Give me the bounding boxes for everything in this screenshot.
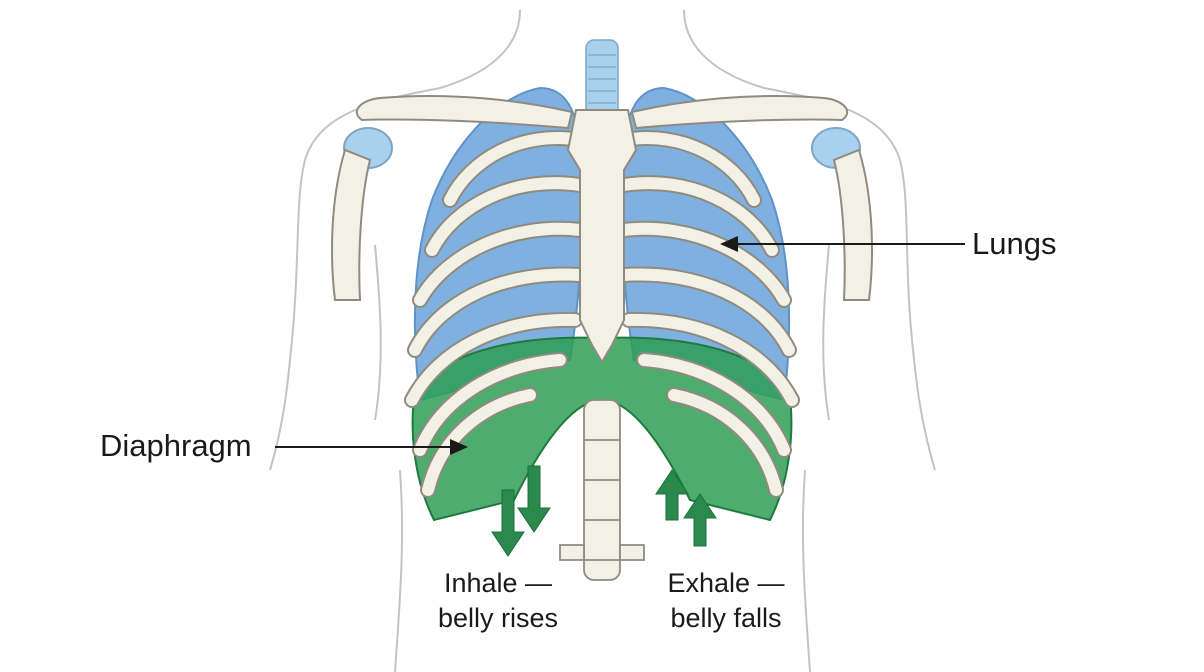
sternum: [566, 109, 638, 364]
shoulders: [331, 127, 873, 301]
body-outline: [269, 9, 936, 672]
trachea: [585, 39, 619, 131]
exhale-caption-line1: Exhale —: [667, 568, 785, 598]
diaphragm-label: Diaphragm: [100, 428, 252, 463]
spine: [559, 399, 645, 581]
clavicles: [355, 94, 849, 130]
lungs-label: Lungs: [972, 226, 1057, 261]
up-arrow-icon: [655, 469, 717, 547]
leader-lines: [275, 236, 965, 455]
exhale-caption: Exhale — belly falls: [646, 566, 806, 636]
exhale-caption-line2: belly falls: [670, 603, 782, 633]
inhale-caption: Inhale — belly rises: [418, 566, 578, 636]
down-arrow-icon: [491, 465, 551, 557]
ribs-fill: [406, 132, 798, 496]
inhale-caption-line1: Inhale —: [443, 568, 553, 598]
inhale-caption-line2: belly rises: [437, 603, 559, 633]
